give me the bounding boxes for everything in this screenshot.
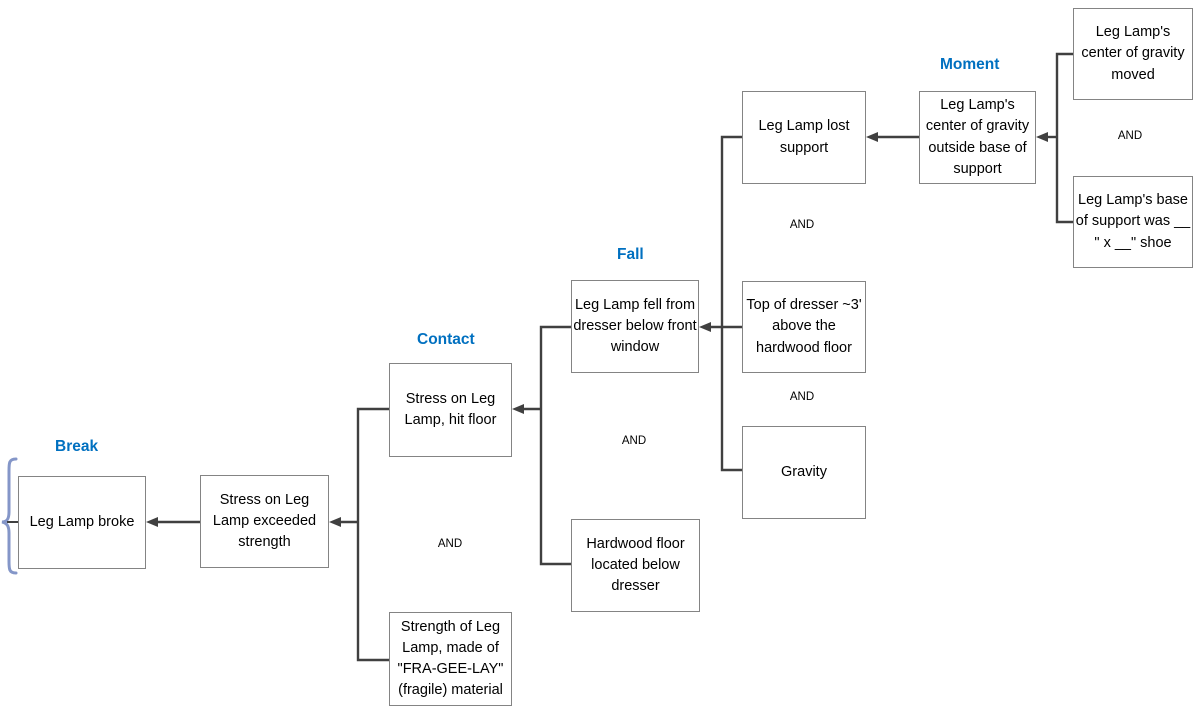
node-cog-outside-base: Leg Lamp's center of gravity outside bas… [919,91,1036,184]
arrowhead-into-exceeded [329,517,341,527]
arrowhead-into-fell [699,322,711,332]
node-leg-lamp-broke: Leg Lamp broke [18,476,146,569]
section-label-contact: Contact [417,331,475,348]
and-label-shoe: AND [1117,130,1143,142]
connector-contact-bracket [356,407,389,662]
connector-fall-bracket [539,325,571,566]
node-gravity: Gravity [742,426,866,519]
connector-right-bracket [1055,52,1073,224]
section-label-moment: Moment [940,56,1000,73]
arrowhead-into-lost-support [866,132,878,142]
left-curly-brace [1,457,18,575]
node-stress-hit-floor: Stress on Leg Lamp, hit floor [389,363,512,457]
node-stress-exceeded-strength: Stress on Leg Lamp exceeded strength [200,475,329,568]
node-base-of-support-shoe: Leg Lamp's base of support was __ " x __… [1073,176,1193,268]
node-fell-from-dresser: Leg Lamp fell from dresser below front w… [571,280,699,373]
node-cog-moved: Leg Lamp's center of gravity moved [1073,8,1193,100]
node-top-of-dresser-height: Top of dresser ~3' above the hardwood fl… [742,281,866,373]
node-lost-support: Leg Lamp lost support [742,91,866,184]
node-strength-fragile-material: Strength of Leg Lamp, made of "FRA-GEE-L… [389,612,512,706]
connector-moment-bracket [720,135,742,472]
node-hardwood-floor-below-dresser: Hardwood floor located below dresser [571,519,700,612]
and-label-moment-lower: AND [789,391,815,403]
and-label-fall: AND [621,435,647,447]
arrowhead-into-broke [146,517,158,527]
section-label-break: Break [55,438,99,455]
arrowhead-into-hit-floor [512,404,524,414]
section-label-fall: Fall [617,246,644,263]
arrowhead-into-cog-outside [1036,132,1048,142]
and-label-moment-upper: AND [789,219,815,231]
and-label-contact: AND [437,538,463,550]
